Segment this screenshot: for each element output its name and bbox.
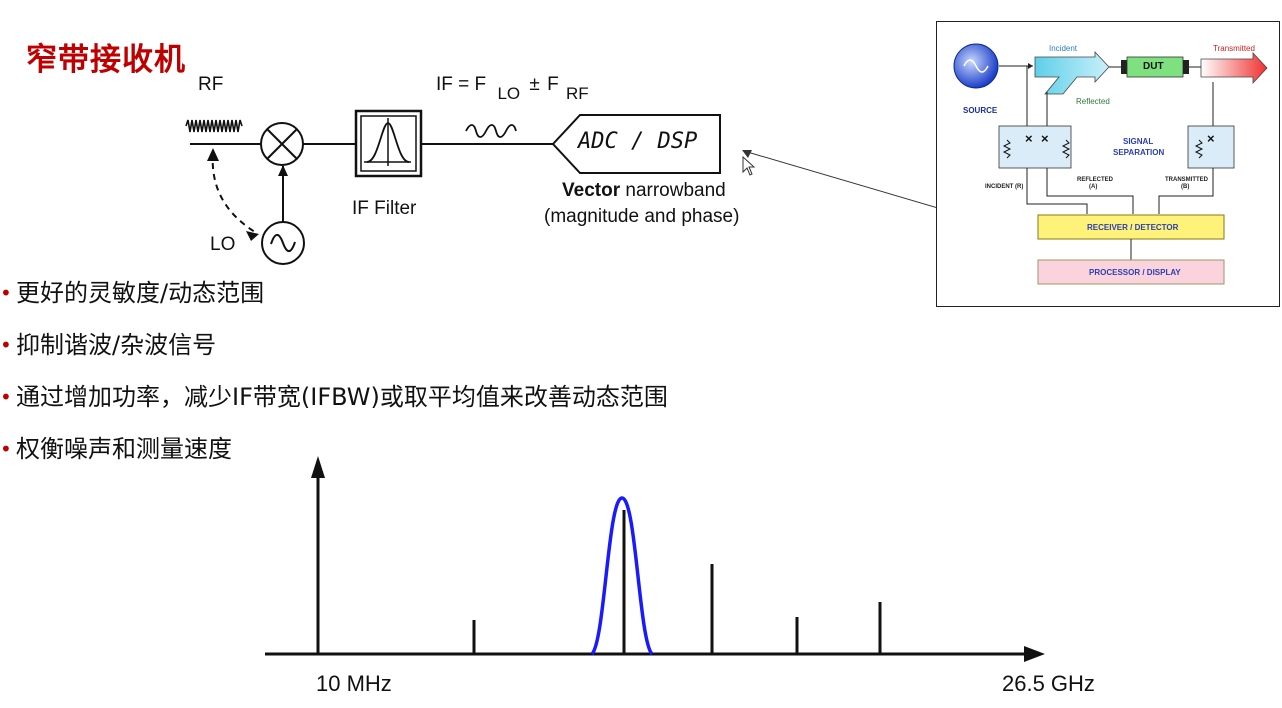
bullet-text: 通过增加功率，减少IF带宽(IFBW)或取平均值来改善动态范围 [16, 383, 668, 411]
if-filter-icon [354, 109, 423, 178]
lo-leakage-arrow [211, 151, 256, 233]
receiver-detector-label: RECEIVER / DETECTOR [1087, 223, 1179, 232]
reflected-a-label-2: (A) [1089, 184, 1098, 190]
if-filter-response-curve [590, 496, 654, 656]
bullet-dot-icon: • [0, 437, 12, 461]
transmitted-label: Transmitted [1213, 44, 1255, 53]
signal-separation-right-box [1187, 125, 1235, 169]
if-filter-label: IF Filter [352, 198, 417, 219]
vna-block-diagram-inset: × × × SOURCE Incident Reflected Transmit… [936, 21, 1280, 307]
svg-text:×: × [1041, 131, 1049, 146]
magnitude-phase-label: (magnitude and phase) [544, 206, 740, 227]
transmitted-arrow-icon [1200, 51, 1268, 85]
incident-r-label: INCIDENT (R) [985, 184, 1024, 190]
mixer-icon [260, 122, 304, 166]
vector-rest: narrowband [625, 180, 726, 201]
y-axis-arrow-icon [311, 456, 325, 478]
if-equation: IF = F LO ± F RF [436, 74, 589, 103]
x-axis-arrow-icon [1024, 646, 1045, 662]
if-eq-rf-sub: RF [566, 84, 589, 103]
processor-display-label: PROCESSOR / DISPLAY [1089, 268, 1181, 277]
if-eq-f2: F [547, 74, 559, 95]
signal-separation-label-1: SIGNAL [1123, 137, 1154, 146]
bullet-item: •权衡噪声和测量速度 [0, 432, 668, 484]
if-eq-prefix: IF = F [436, 74, 487, 95]
adc-dsp-label: ADC / DSP [578, 129, 698, 154]
lo-label: LO [210, 234, 236, 255]
bullet-list: •更好的灵敏度/动态范围 •抑制谐波/杂波信号 •通过增加功率，减少IF带宽(I… [0, 276, 668, 484]
bullet-text: 更好的灵敏度/动态范围 [16, 279, 265, 307]
bullet-item: •抑制谐波/杂波信号 [0, 328, 668, 380]
reflected-label: Reflected [1076, 97, 1110, 106]
vector-narrowband-label: Vector narrowband [562, 180, 726, 202]
vector-bold: Vector [562, 180, 621, 201]
incident-label: Incident [1049, 44, 1078, 53]
x-end-label: 26.5 GHz [1002, 671, 1095, 696]
bullet-text: 权衡噪声和测量速度 [16, 435, 232, 463]
mouse-cursor-icon [742, 155, 756, 176]
svg-text:×: × [1025, 131, 1033, 146]
adc-dsp-block [551, 114, 721, 174]
transmitted-b-label-2: (B) [1181, 184, 1190, 190]
slide-title: 窄带接收机 [26, 42, 186, 78]
source-label: SOURCE [963, 106, 998, 115]
if-eq-lo-sub: LO [497, 84, 521, 103]
dut-label: DUT [1143, 61, 1164, 72]
svg-text:×: × [1207, 131, 1215, 146]
bullet-item: •更好的灵敏度/动态范围 [0, 276, 668, 328]
reflected-a-label-1: REFLECTED [1077, 177, 1113, 183]
if-eq-pm: ± [529, 74, 540, 95]
rf-label: RF [198, 74, 224, 95]
signal-separation-left-box [998, 125, 1072, 169]
transmitted-b-label-1: TRANSMITTED [1165, 177, 1208, 183]
bullet-dot-icon: • [0, 333, 12, 357]
processor-display-block [1037, 259, 1225, 285]
inset-graphics: × × × [953, 43, 1268, 285]
lo-oscillator-icon [261, 221, 305, 265]
incident-coupler-icon [1034, 50, 1110, 95]
x-start-label: 10 MHz [316, 671, 392, 696]
bullet-dot-icon: • [0, 385, 12, 409]
bullet-dot-icon: • [0, 281, 12, 305]
bullet-item: •通过增加功率，减少IF带宽(IFBW)或取平均值来改善动态范围 [0, 380, 668, 432]
bullet-text: 抑制谐波/杂波信号 [16, 331, 217, 359]
signal-separation-label-2: SEPARATION [1113, 148, 1165, 157]
rf-input-signal-icon [185, 119, 243, 133]
if-signal-icon [465, 124, 517, 138]
